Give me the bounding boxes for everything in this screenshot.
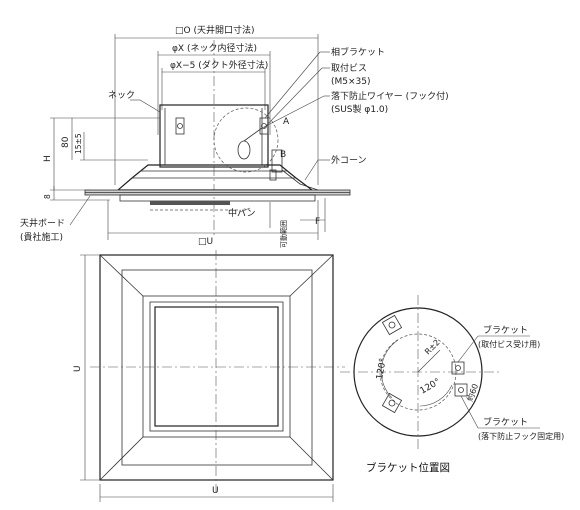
bracket-position-title: ブラケット位置図 [366, 461, 450, 474]
bracket-1-label: ブラケット [483, 324, 528, 336]
mark-a: A [283, 117, 290, 127]
middle-pan-label: 中パン [228, 207, 255, 219]
approx-60: 約60 [464, 382, 480, 403]
duct-outer-label: φX−5 (ダクト外径寸法) [170, 59, 268, 71]
bracket-position-view [340, 295, 540, 450]
bracket-symbol [381, 314, 403, 336]
ceiling-opening-label: □O (天井開口寸法) [175, 24, 254, 36]
bracket-2-note: (落下防止フック固定用) [478, 431, 564, 441]
mount-screw-label: 取付ビス [331, 63, 367, 74]
movable-range-label: 可動範囲 [279, 220, 288, 248]
neck-inner-label: φX (ネック内径寸法) [172, 42, 257, 54]
ceiling-board-label: 天井ボード [20, 217, 65, 229]
elevation-view [50, 34, 351, 240]
dim-u-bottom: U [212, 486, 219, 496]
bracket-1-note: (取付ビス受け用) [478, 339, 540, 349]
angle-2: 120° [419, 377, 443, 397]
fall-wire-label: 落下防止ワイヤー (フック付) [331, 90, 449, 102]
bracket-symbol [381, 392, 403, 414]
dim-u-top: □U [198, 237, 213, 247]
mark-b: B [280, 150, 286, 160]
bracket-2-label: ブラケット [483, 416, 528, 428]
dim-8: 8 [43, 194, 52, 199]
dim-h: H [43, 155, 53, 162]
dim-u-side: U [73, 365, 83, 372]
mate-bracket-label: 相ブラケット [331, 46, 385, 58]
wire-spec-label: (SUS製 φ1.0) [331, 103, 388, 115]
angle-1: 120° [375, 357, 389, 380]
dim-15: 15±5 [74, 133, 83, 154]
neck-label: ネック [108, 90, 135, 101]
screw-size-label: (M5×35) [331, 77, 371, 87]
dim-f: F [315, 217, 320, 227]
plan-view [80, 250, 345, 502]
radius-label: R±2 [423, 338, 442, 357]
ceiling-board-note: (貴社施工) [20, 231, 63, 243]
dim-80: 80 [61, 136, 71, 148]
outer-cone-label: 外コーン [331, 154, 367, 166]
